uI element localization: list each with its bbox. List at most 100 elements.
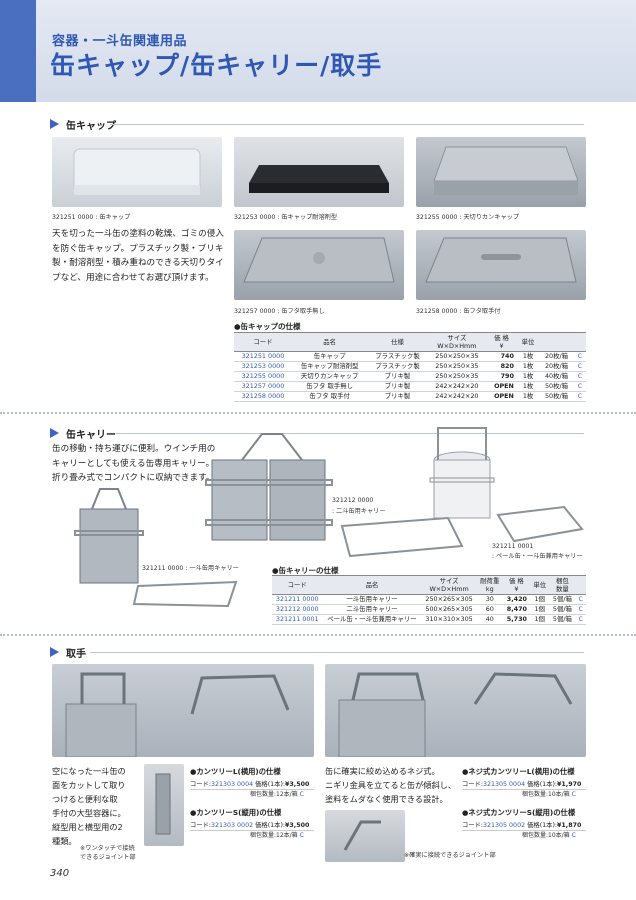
- spec-pack-text: 梱包数量:12本/箱: [250, 832, 298, 839]
- table-cell: 天切りカンキャップ: [291, 371, 368, 382]
- spec3-title: ●ネジ式カンツリーL(横用)の仕様: [462, 767, 575, 776]
- photo-folded-carry: [132, 580, 238, 608]
- th-price-label: 価 格: [494, 334, 509, 342]
- spec1-pack: 梱包数量:12本/箱 C: [250, 789, 304, 798]
- table-cell: 8,470: [502, 604, 530, 615]
- caps-desc-line: 天を切った一斗缶の塗料の乾燥、ゴミの侵入: [52, 229, 224, 239]
- spec4-title: ●ネジ式カンツリーS(縦用)の仕様: [462, 808, 576, 817]
- table-cell: 250×250×35: [427, 371, 487, 382]
- table-cell: 5個/箱: [549, 604, 576, 615]
- handles-left-line: 縦型用と横型用の2: [52, 822, 123, 832]
- section-rule: [116, 433, 584, 434]
- table-cell: 3,420: [502, 594, 530, 605]
- caps-table-title: ●缶キャップの仕様: [234, 322, 301, 331]
- th-spec: 仕様: [367, 332, 428, 352]
- carry-table-title: ●缶キャリーの仕様: [272, 566, 339, 575]
- table-cell: C: [573, 381, 586, 392]
- photo-can-cap-solvent: [234, 137, 404, 207]
- th-load-label: 耐荷重: [480, 577, 500, 585]
- caption-321212-code: 321212 0000: [332, 497, 374, 504]
- note-line: できるジョイント部: [80, 854, 136, 861]
- spec-price: ¥3,500: [285, 822, 310, 829]
- carry-desc-line: キャリーとしても使える缶専用キャリー。: [52, 458, 215, 469]
- table-cell: ブリキ製: [367, 381, 428, 392]
- table-cell: 缶フタ 取手無し: [291, 381, 368, 392]
- carry-desc-line: 缶の移動・持ち運びに便利。ウインチ用の: [52, 444, 216, 454]
- table-cell: 500×265×305: [421, 604, 477, 615]
- table-cell: C: [573, 371, 586, 382]
- spec1-title: ●カンツリーL(横用)の仕様: [190, 767, 281, 776]
- handles-left-line: 面をカットして取り: [52, 780, 126, 790]
- table-cell: 820: [486, 361, 517, 372]
- th-price: 価 格¥: [502, 575, 530, 595]
- th-pack: 梱包数量: [549, 575, 576, 595]
- table-cell: 5,730: [502, 614, 530, 625]
- carry-description: 缶の移動・持ち運びに便利。ウインチ用の キャリーとしても使える缶専用キャリー。 …: [52, 442, 222, 486]
- section-handles-label: 取手: [66, 649, 86, 660]
- header-category: 容器・一斗缶関連用品: [52, 34, 188, 49]
- table-cell: 1枚: [516, 371, 540, 382]
- table-cell: 321211 0000: [272, 594, 323, 605]
- photo-pail-carry: [429, 427, 495, 519]
- handles-left-line: 種類。: [52, 836, 77, 846]
- table-cell: 50枚/箱: [539, 391, 574, 402]
- table-cell: 1枚: [516, 361, 540, 372]
- table-cell: 321251 0000: [234, 351, 292, 362]
- photo-can-cap: [52, 137, 222, 207]
- th-price-label: 価 格: [508, 577, 524, 585]
- spec3-pack: 梱包数量:10本/箱 C: [522, 789, 576, 798]
- handles-left-line: 空になった一斗缶の: [52, 766, 126, 776]
- caption-321212-name: : 二斗缶用キャリー: [332, 508, 386, 515]
- caption-321251: 321251 0000 : 缶キャップ: [52, 214, 131, 221]
- table-cell: 5個/箱: [549, 594, 576, 605]
- section-divider: [0, 634, 636, 636]
- table-cell: 缶フタ 取手付: [291, 391, 368, 402]
- th-size-label: サイズ: [439, 577, 459, 585]
- th-load-unit: kg: [485, 585, 494, 593]
- photo-screw-can-handle: [325, 664, 586, 757]
- th-price-unit: ¥: [499, 342, 504, 350]
- table-cell: 321212 0000: [272, 604, 323, 615]
- table-cell: 250×250×35: [427, 351, 487, 362]
- spec-price-label: 価格(1本):: [255, 781, 286, 788]
- table-cell: C: [575, 594, 586, 605]
- carry-desc-line: 折り畳み式でコンパクトに収納できます。: [52, 473, 215, 483]
- spec-pack-text: 梱包数量:10本/箱: [522, 791, 570, 798]
- spec1-line: コード:321303 0004 価格(1本):¥3,500: [190, 779, 314, 790]
- table-cell: 5個/箱: [549, 614, 576, 625]
- table-cell: ブリキ製: [367, 371, 428, 382]
- table-cell: 50枚/箱: [539, 381, 574, 392]
- caption-321255: 321255 0000 : 天切りカンキャップ: [416, 214, 520, 221]
- th-pack-qty: 数量: [556, 585, 569, 593]
- table-cell: 一斗缶用キャリー: [322, 594, 422, 605]
- handles-left-note: ※ワンタッチで接続 できるジョイント部: [80, 844, 136, 862]
- handles-left-line: 手付の大型容器に。: [52, 808, 126, 818]
- table-cell: プラスチック製: [367, 361, 428, 372]
- th-price: 価 格¥: [486, 332, 517, 352]
- th-price-unit: ¥: [514, 585, 519, 593]
- section-caps-label: 缶キャップ: [66, 121, 116, 132]
- handles-mid-line: ニギリ金具を立てると缶が傾斜し、: [325, 780, 457, 790]
- table-cell: 1枚: [516, 351, 540, 362]
- th-size-unit: W×D×Hmm: [429, 585, 469, 593]
- section-carry-heading: 缶キャリー: [50, 426, 584, 441]
- handles-mid-note: ※確実に接続できるジョイント部: [404, 852, 496, 859]
- spec-price: ¥1,870: [557, 822, 582, 829]
- handles-mid-line: 缶に確実に絞め込めるネジ式。: [325, 766, 440, 776]
- handles-mid-line: 塗料をムダなく使用できる設計。: [325, 794, 448, 804]
- header-accent-bar: [0, 0, 36, 102]
- photo-folded-double-carry: [340, 516, 464, 558]
- spec4-pack: 梱包数量:10本/箱 C: [522, 830, 576, 839]
- spec4-line: コード:321305 0002 価格(1本):¥1,870: [462, 820, 586, 831]
- th-code: コード: [234, 332, 292, 352]
- section-caps-heading: 缶キャップ: [50, 117, 584, 132]
- caps-desc-line: を防ぐ缶キャップ。プラスチック製・ブリキ: [52, 243, 224, 254]
- spec-code-label: コード:: [190, 781, 212, 788]
